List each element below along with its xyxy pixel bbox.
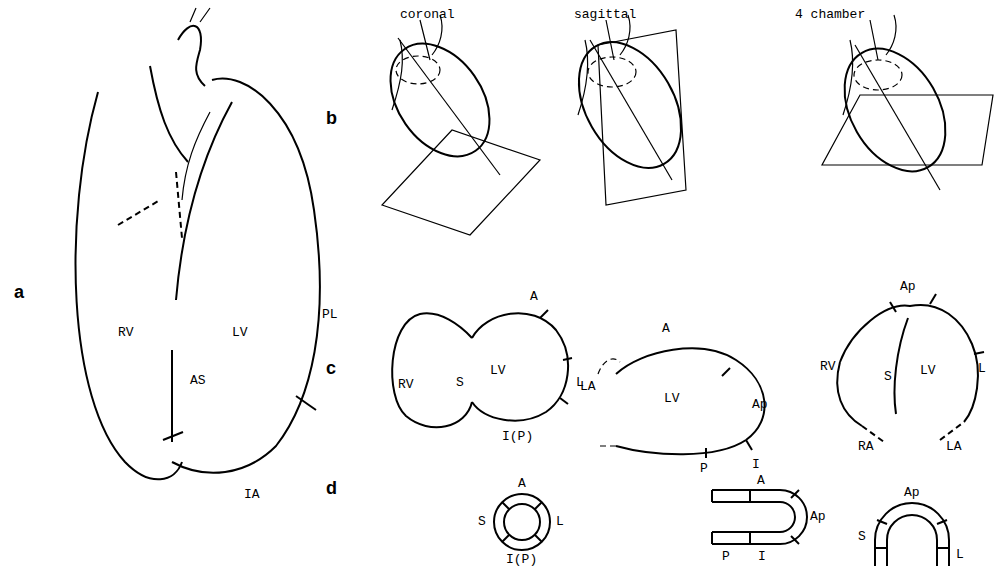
segment-label: A	[518, 477, 526, 491]
segment-label: A	[662, 322, 670, 336]
segment-label: Ap	[904, 486, 920, 500]
segment-label: I	[758, 550, 766, 564]
segment-label: AS	[190, 374, 206, 388]
segment-label: I(P)	[502, 430, 533, 444]
segment-label: S	[858, 530, 866, 544]
panel-letter: c	[326, 358, 336, 378]
chamber-label: LA	[946, 440, 962, 454]
view-title: sagittal	[574, 8, 636, 22]
segment-label: S	[478, 515, 486, 529]
chamber-label: RV	[820, 360, 836, 374]
view-title: 4 chamber	[795, 8, 865, 22]
chamber-label: RA	[858, 440, 874, 454]
chamber-label: LV	[920, 364, 936, 378]
chamber-label: RV	[118, 326, 134, 340]
panel-letter: a	[14, 282, 24, 302]
segment-label: L	[956, 548, 964, 562]
segment-label: PL	[322, 308, 338, 322]
view-title: coronal	[400, 8, 455, 22]
segment-label: IA	[244, 488, 260, 502]
segment-label: P	[722, 550, 730, 564]
chamber-label: LA	[580, 380, 596, 394]
segment-label: I(P)	[506, 553, 537, 567]
panel-letter: d	[326, 478, 337, 498]
segment-label: Ap	[752, 398, 768, 412]
segment-label: L	[978, 362, 986, 376]
chamber-label: LV	[664, 392, 680, 406]
chamber-label: LV	[232, 326, 248, 340]
chamber-label: RV	[398, 378, 414, 392]
segment-label: Ap	[810, 510, 826, 524]
segment-label: I	[752, 458, 760, 472]
segment-label: S	[884, 370, 892, 384]
chamber-label: LV	[490, 364, 506, 378]
panel-letter: b	[326, 108, 337, 128]
segment-label: Ap	[900, 280, 916, 294]
segment-label: S	[456, 376, 464, 390]
segment-label: A	[757, 474, 765, 488]
segment-label: P	[700, 462, 708, 476]
segment-label: L	[556, 515, 564, 529]
segment-label: A	[530, 290, 538, 304]
